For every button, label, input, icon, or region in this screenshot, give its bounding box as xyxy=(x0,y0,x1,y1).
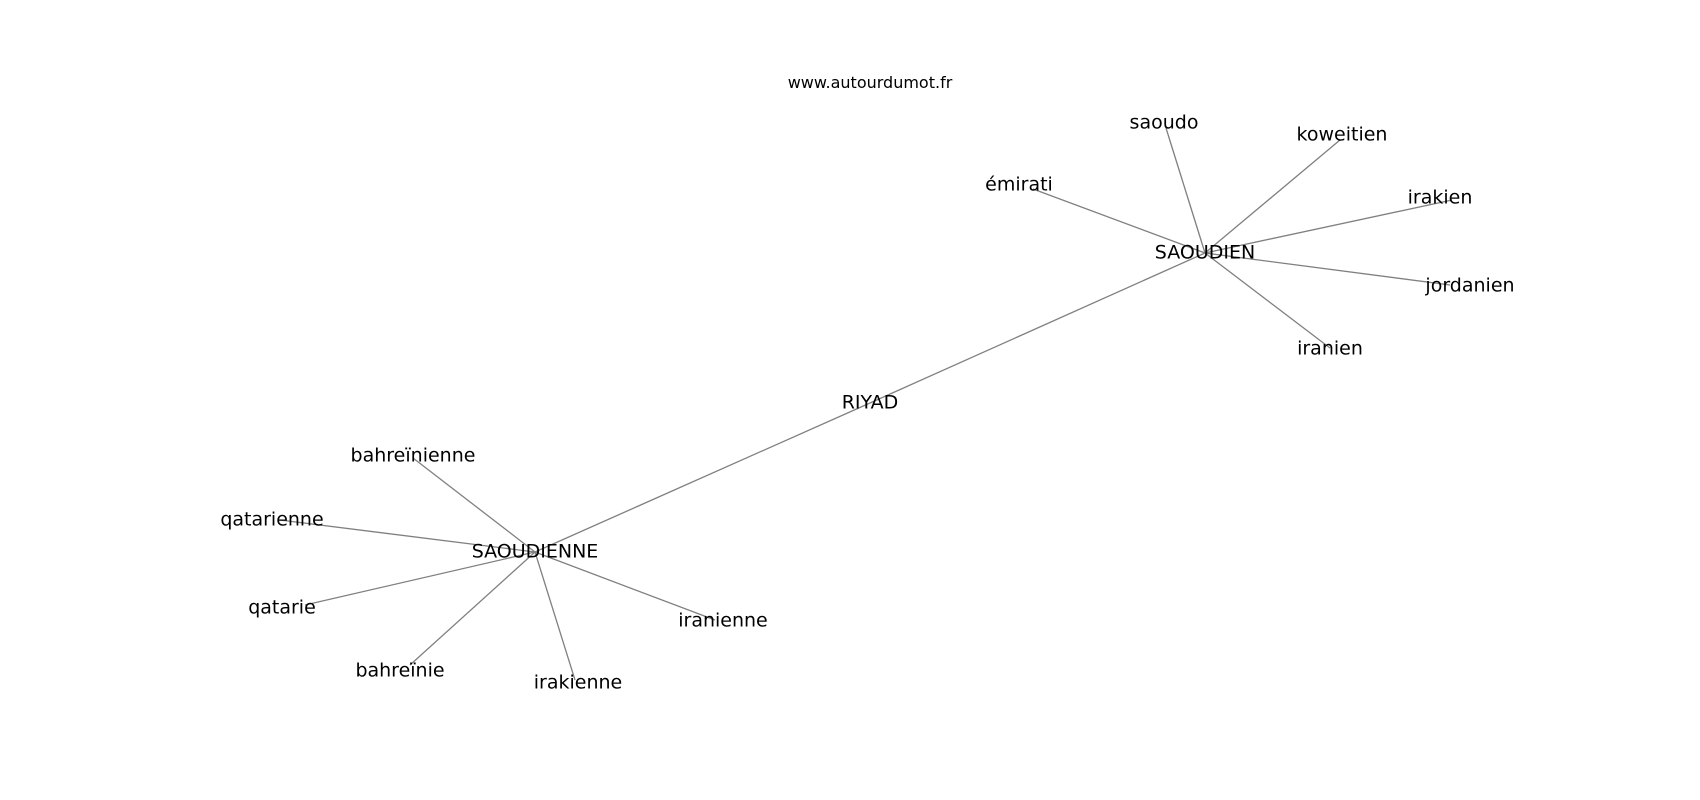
edge-riyad-saoudienne xyxy=(534,402,871,553)
node-label-jordanien: jordanien xyxy=(1424,275,1514,297)
edge-saoudien-jordanien xyxy=(1204,252,1451,286)
node-label-riyad: RIYAD xyxy=(842,392,899,414)
node-label-iranienne: iranienne xyxy=(678,610,768,632)
edge-saoudienne-irakienne xyxy=(534,551,576,681)
graph-edges xyxy=(279,127,1453,681)
node-label-bahreinienne: bahreïnienne xyxy=(351,445,476,467)
edge-saoudienne-bahreinie xyxy=(409,551,536,666)
edge-saoudien-irakien xyxy=(1204,199,1453,254)
node-label-saoudienne: SAOUDIENNE xyxy=(472,541,599,563)
node-label-saoudien: SAOUDIEN xyxy=(1155,242,1255,264)
edge-saoudienne-iranienne xyxy=(534,551,716,621)
node-label-bahreinie: bahreïnie xyxy=(355,660,444,682)
node-label-irakienne: irakienne xyxy=(534,672,622,694)
node-label-emirati: émirati xyxy=(985,174,1053,196)
edge-saoudien-iranien xyxy=(1204,252,1331,349)
node-label-irakien: irakien xyxy=(1408,187,1473,209)
node-label-koweitien: koweitien xyxy=(1297,124,1388,146)
edge-saoudien-emirati xyxy=(1032,188,1206,254)
node-label-qatarienne: qatarienne xyxy=(220,509,323,531)
edge-saoudienne-qatarie xyxy=(304,551,536,606)
edge-saoudienne-qatarienne xyxy=(279,519,536,553)
edge-saoudien-saoudo xyxy=(1165,127,1206,254)
edge-riyad-saoudien xyxy=(869,252,1206,404)
graph-nodes: RIYAD SAOUDIEN SAOUDIENNE saoudo koweitien ém… xyxy=(220,112,1514,694)
node-label-saoudo: saoudo xyxy=(1130,112,1199,134)
site-watermark: www.autourdumot.fr xyxy=(788,73,953,92)
node-label-qatarie: qatarie xyxy=(248,597,316,619)
edge-saoudien-koweitien xyxy=(1204,139,1341,254)
edge-saoudienne-bahreinienne xyxy=(412,457,536,553)
node-label-iranien: iranien xyxy=(1297,338,1363,360)
